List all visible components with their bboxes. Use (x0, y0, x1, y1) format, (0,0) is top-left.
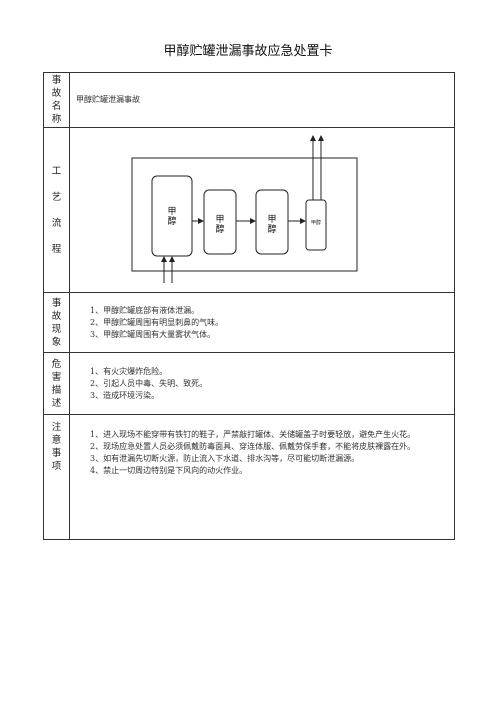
notes-cell: 1、进入现场不能穿带有铁钉的鞋子，严禁敲打罐体、关储罐盖子时要轻放，避免产生火花… (69, 414, 455, 540)
flow-box-2-label-a: 甲 (215, 214, 224, 225)
row-hazards: 危害描述 1、有火灾爆炸危险。 2、引起人员中毒、失明、致死。 3、造成环境污染… (43, 352, 455, 415)
hazard-item: 2、引起人员中毒、失明、致死。 (90, 378, 208, 388)
flow-box-4-label: 甲醇 (311, 219, 321, 226)
page-title: 甲醇贮罐泄漏事故应急处置卡 (163, 44, 333, 59)
accident-name-cell: 甲醇贮罐泄漏事故 (69, 72, 455, 128)
flow-box-3-label-b: 醇 (267, 223, 276, 235)
row-heading-process-flow: 工艺流程 (43, 127, 70, 293)
heading-text: 危害描述 (51, 358, 62, 409)
hazard-item: 1、有火灾爆炸危险。 (90, 366, 168, 376)
note-item: 4、禁止一切周边特别是下风向的动火作业。 (90, 466, 248, 475)
hazard-item: 3、造成环境污染。 (90, 390, 160, 400)
flow-box-2 (203, 189, 237, 255)
note-item: 2、现场应急处置人员必须佩戴防毒面具、穿连体服、佩戴劳保手套，不能将皮肤裸露在外… (90, 442, 416, 451)
heading-text: 事故名称 (51, 75, 62, 125)
phenomena-cell: 1、甲醇贮罐底部有液体泄漏。 2、甲醇贮罐周围有明显刺鼻的气味。 3、甲醇贮罐周… (69, 292, 455, 353)
row-heading-phenomena: 事故现象 (43, 292, 70, 353)
row-heading-notes: 注意事项 (43, 414, 70, 540)
row-process-flow: 工艺流程 甲 醇 甲 醇 甲 醇 甲醇 (43, 127, 455, 293)
row-notes: 注意事项 1、进入现场不能穿带有铁钉的鞋子，严禁敲打罐体、关储罐盖子时要轻放，避… (43, 414, 455, 540)
accident-name: 甲醇贮罐泄漏事故 (76, 95, 140, 104)
flow-box-3-label-a: 甲 (267, 214, 276, 225)
flow-box-4 (305, 199, 327, 251)
row-accident-name: 事故名称 甲醇贮罐泄漏事故 (43, 72, 455, 128)
phenomena-item: 3、甲醇贮罐周围有大量雾状气体。 (90, 329, 216, 339)
note-item: 3、如有泄漏先切断火源，防止流入下水道、排水沟等，尽可能切断泄漏源。 (90, 454, 360, 463)
row-heading-hazards: 危害描述 (43, 352, 70, 415)
flow-box-1-label-a: 甲 (167, 206, 176, 217)
flow-outer-frame (131, 157, 358, 272)
heading-text: 工艺流程 (51, 165, 62, 255)
flow-box-3 (255, 189, 289, 255)
hazards-cell: 1、有火灾爆炸危险。 2、引起人员中毒、失明、致死。 3、造成环境污染。 (69, 352, 455, 415)
flow-box-2-label-b: 醇 (215, 223, 224, 235)
flow-box-1-label-b: 醇 (167, 215, 176, 227)
row-heading-accident-name: 事故名称 (43, 72, 70, 128)
note-item: 1、进入现场不能穿带有铁钉的鞋子，严禁敲打罐体、关储罐盖子时要轻放，避免产生火花… (90, 430, 416, 439)
phenomena-item: 2、甲醇贮罐周围有明显刺鼻的气味。 (90, 317, 224, 327)
heading-text: 注意事项 (51, 422, 62, 472)
phenomena-item: 1、甲醇贮罐底部有液体泄漏。 (90, 305, 200, 315)
row-phenomena: 事故现象 1、甲醇贮罐底部有液体泄漏。 2、甲醇贮罐周围有明显刺鼻的气味。 3、… (43, 292, 455, 353)
process-flow-diagram: 甲 醇 甲 醇 甲 醇 甲醇 (131, 135, 358, 283)
process-flow-cell: 甲 醇 甲 醇 甲 醇 甲醇 (69, 127, 455, 293)
emergency-card-table: 事故名称 甲醇贮罐泄漏事故 工艺流程 甲 醇 (43, 72, 455, 540)
heading-text: 事故现象 (51, 297, 62, 348)
